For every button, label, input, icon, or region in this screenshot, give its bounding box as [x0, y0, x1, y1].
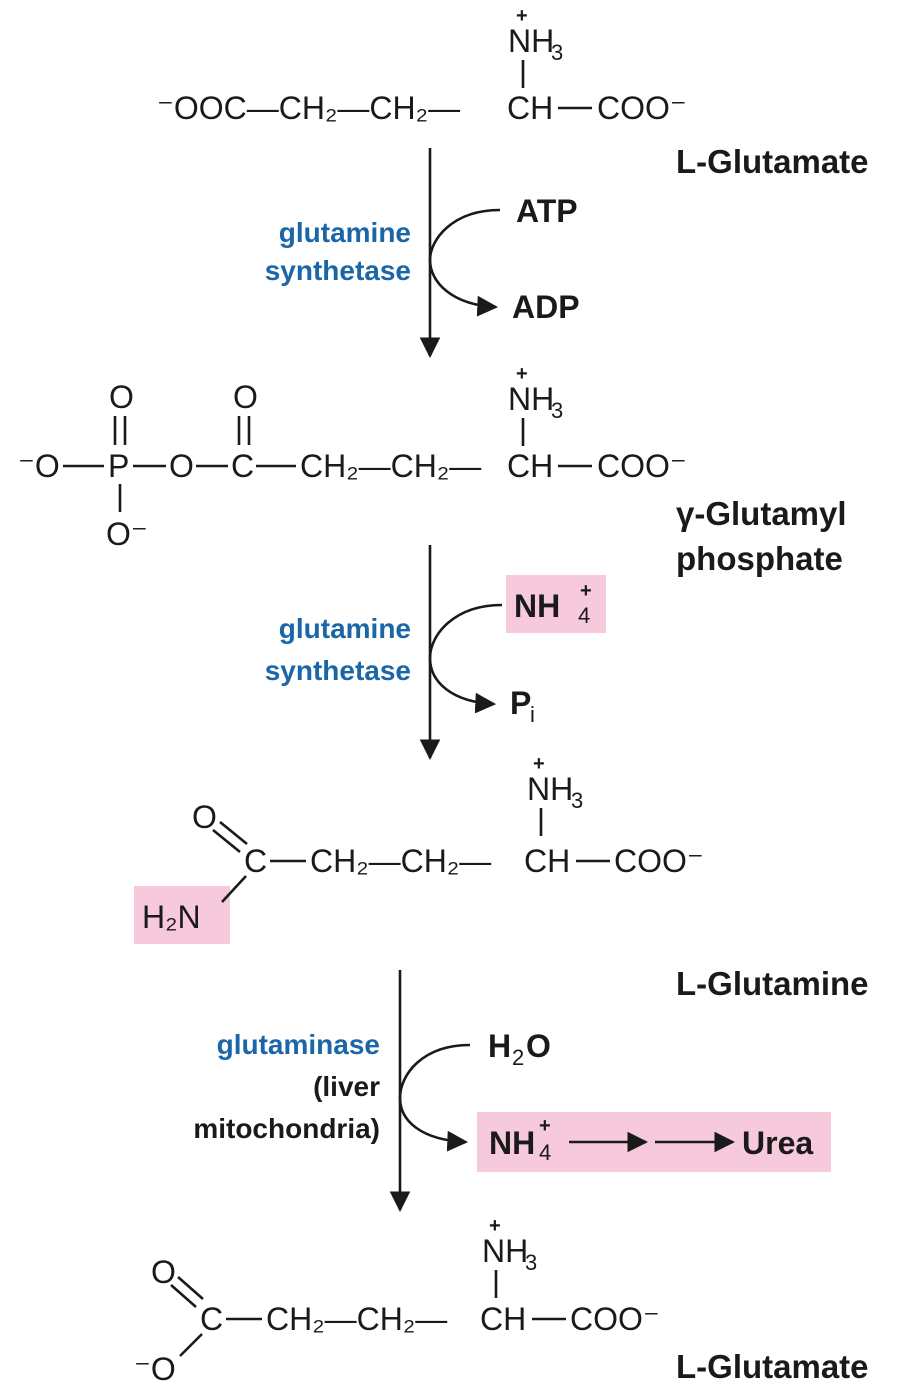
- glutamate-bottom-amino-sub: 3: [525, 1250, 537, 1275]
- gln-carboxylate: COO⁻: [614, 843, 704, 879]
- glutamate-bottom-c-o-bond: [179, 1333, 203, 1357]
- gln-chain: CH₂—CH₂—: [310, 843, 491, 879]
- step2-nh4-highlight: [506, 575, 606, 633]
- glutamate-bottom-co-double-bond-b: [177, 1276, 204, 1300]
- glutamate-bottom-co-double-bond-a: [170, 1284, 197, 1308]
- gln-amino: NH: [527, 771, 573, 807]
- compound-l-glutamate-bottom: + NH 3 O C CH₂—CH₂— CH COO⁻ ⁻O L-Glutama…: [134, 1215, 869, 1387]
- gln-co-double-bond-b: [219, 820, 248, 846]
- glutamate-top-charge: +: [516, 5, 528, 27]
- ggp-oxo-2: O: [233, 379, 258, 415]
- step3-enzyme-line3: mitochondria): [193, 1113, 380, 1144]
- step1-enzyme-line1: glutamine: [279, 217, 411, 248]
- ggp-amino: NH: [508, 381, 554, 417]
- glutamate-bottom-alpha-ch: CH: [480, 1301, 526, 1337]
- ggp-name-line2: phosphate: [676, 540, 843, 577]
- gln-amide-n: H₂N: [142, 899, 201, 935]
- step1-enzyme-line2: synthetase: [265, 255, 411, 286]
- glutamate-bottom-chain: CH₂—CH₂—: [266, 1301, 447, 1337]
- glutamate-bottom-o-minus: ⁻O: [134, 1351, 176, 1387]
- step3-input-h: H: [488, 1028, 511, 1064]
- compound-l-glutamine: + NH 3 O C CH₂—CH₂— CH COO⁻ H₂N L-Glutam…: [134, 753, 869, 1002]
- step1-side-arrow: [428, 208, 501, 317]
- glutamate-top-chain: ⁻OOC—CH₂—CH₂—: [157, 90, 460, 126]
- step3-output-sub: 4: [539, 1140, 551, 1165]
- step3-enzyme-line1: glutaminase: [217, 1029, 380, 1060]
- ggp-o-neg-left: ⁻O: [18, 448, 60, 484]
- ggp-charge: +: [516, 363, 528, 385]
- glutamate-bottom-oxo: O: [151, 1254, 176, 1290]
- ggp-oxo-1: O: [109, 379, 134, 415]
- step3-output-nh: NH: [489, 1125, 535, 1161]
- reaction-step-1: glutamine synthetase ATP ADP: [265, 148, 580, 359]
- gln-c-n-bond: [221, 875, 247, 903]
- compound-gamma-glutamyl-phosphate: + NH 3 O O ⁻O P O C CH₂—CH₂— CH COO⁻ O⁻ …: [18, 363, 847, 577]
- step3-urea: Urea: [742, 1125, 813, 1161]
- step2-output-p: P: [510, 685, 531, 721]
- step3-input-o: O: [526, 1028, 551, 1064]
- step2-input-sup: +: [580, 580, 592, 602]
- gln-amide-c: C: [244, 843, 267, 879]
- glutamate-top-name: L-Glutamate: [676, 143, 869, 180]
- ggp-name-line1: γ-Glutamyl: [676, 495, 847, 532]
- ggp-carbonyl-c: C: [231, 448, 254, 484]
- ggp-chain: CH₂—CH₂—: [300, 448, 481, 484]
- ggp-amino-sub: 3: [551, 398, 563, 423]
- glutamate-bottom-carboxylate: COO⁻: [570, 1301, 660, 1337]
- glutamate-top-amino: NH: [508, 23, 554, 59]
- step2-input-sub: 4: [578, 603, 590, 628]
- ggp-carboxylate: COO⁻: [597, 448, 687, 484]
- ggp-alpha-ch: CH: [507, 448, 553, 484]
- glutamate-bottom-name: L-Glutamate: [676, 1348, 869, 1385]
- glutamate-top-carboxylate: COO⁻: [597, 90, 687, 126]
- step2-enzyme-line1: glutamine: [279, 613, 411, 644]
- step3-side-arrow: [398, 1043, 471, 1152]
- step3-urea-highlight: [477, 1112, 831, 1172]
- gln-alpha-ch: CH: [524, 843, 570, 879]
- step3-output-sup: +: [539, 1115, 551, 1137]
- gln-charge: +: [533, 753, 545, 775]
- ggp-p: P: [108, 448, 129, 484]
- step1-input-atp: ATP: [516, 193, 578, 229]
- step2-input-nh: NH: [514, 588, 560, 624]
- glutamate-bottom-charge: +: [489, 1215, 501, 1237]
- glutamate-bottom-carboxyl-c: C: [200, 1301, 223, 1337]
- step1-output-adp: ADP: [512, 289, 580, 325]
- ggp-bridge-o: O: [169, 448, 194, 484]
- glutamate-top-amino-sub: 3: [551, 40, 563, 65]
- reaction-step-3: glutaminase (liver mitochondria) H 2 O N…: [193, 970, 831, 1213]
- gln-amide-highlight: [134, 886, 230, 944]
- step3-input-sub: 2: [512, 1045, 524, 1070]
- gln-co-double-bond-a: [212, 828, 241, 854]
- gln-amino-sub: 3: [571, 788, 583, 813]
- gln-oxo: O: [192, 799, 217, 835]
- step2-side-arrow: [428, 603, 503, 714]
- step3-enzyme-line2: (liver: [313, 1071, 380, 1102]
- reaction-step-2: glutamine synthetase NH + 4 P i: [265, 545, 606, 761]
- step2-enzyme-line2: synthetase: [265, 655, 411, 686]
- compound-l-glutamate-top: + NH 3 ⁻OOC—CH₂—CH₂— CH COO⁻ L-Glutamate: [157, 5, 869, 180]
- step2-output-sub: i: [530, 702, 535, 727]
- glutamate-top-alpha-ch: CH: [507, 90, 553, 126]
- gln-name: L-Glutamine: [676, 965, 869, 1002]
- ggp-o-neg-bottom: O⁻: [106, 516, 148, 552]
- glutamate-bottom-amino: NH: [482, 1233, 528, 1269]
